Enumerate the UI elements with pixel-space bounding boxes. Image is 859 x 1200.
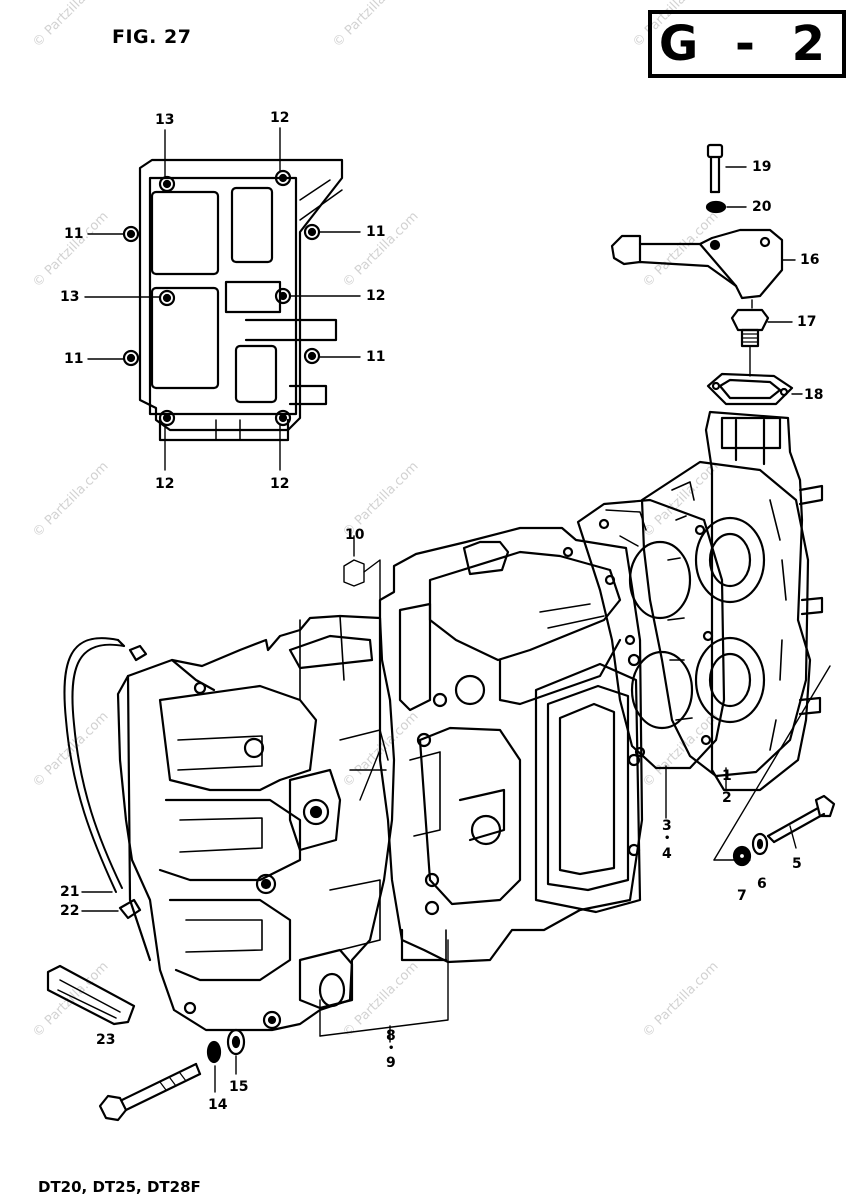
- callout-6: 6: [757, 876, 767, 892]
- callout-12: 12: [155, 476, 175, 492]
- washer-20: [705, 200, 747, 214]
- bolt-5: [766, 794, 836, 849]
- callout-23: 23: [96, 1032, 116, 1048]
- washer-15: [226, 1028, 246, 1075]
- callout-1: 1: [722, 768, 732, 784]
- callout-4: 4: [662, 846, 672, 862]
- hose-21: [63, 637, 126, 893]
- callout-11: 11: [366, 349, 386, 365]
- callout-10: 10: [345, 527, 365, 543]
- callout-12: 12: [270, 476, 290, 492]
- crankcase: [116, 614, 396, 1032]
- callout-11: 11: [64, 226, 84, 242]
- bolt-19: [706, 143, 747, 194]
- callout-3: 3: [662, 818, 672, 834]
- callout-19: 19: [752, 159, 772, 175]
- leader-lines: [319, 299, 831, 1043]
- bolt-14: [98, 1062, 202, 1122]
- head-gasket-3: [576, 498, 726, 770]
- callout-12: 12: [270, 110, 290, 126]
- callout-11: 11: [366, 224, 386, 240]
- cylinder-head-1: [640, 410, 824, 792]
- callout-13: 13: [155, 112, 175, 128]
- callout-2: 2: [722, 790, 732, 806]
- callout-separator: •: [388, 1043, 395, 1054]
- clip-22: [81, 644, 148, 920]
- washer-7: [732, 845, 752, 867]
- callout-11: 11: [64, 351, 84, 367]
- callout-14: 14: [208, 1097, 228, 1113]
- callout-7: 7: [737, 888, 747, 904]
- washer-6: [751, 832, 769, 856]
- callout-22: 22: [60, 903, 80, 919]
- callout-separator: •: [664, 833, 671, 844]
- figure-number: FIG. 27: [112, 26, 192, 48]
- model-list: DT20, DT25, DT28F: [38, 1178, 201, 1196]
- callout-15: 15: [229, 1079, 249, 1095]
- inset-gasket-face: [84, 127, 361, 471]
- callout-9: 9: [386, 1055, 396, 1071]
- plug-17: [730, 308, 793, 348]
- callout-17: 17: [797, 314, 817, 330]
- gasket-18: [706, 372, 803, 406]
- callout-8: 8: [386, 1028, 396, 1044]
- callout-12: 12: [366, 288, 386, 304]
- callout-5: 5: [792, 856, 802, 872]
- callout-18: 18: [804, 387, 824, 403]
- callout-20: 20: [752, 199, 772, 215]
- callout-21: 21: [60, 884, 80, 900]
- section-code: G - 2: [648, 10, 846, 78]
- callout-13: 13: [60, 289, 80, 305]
- washer-14: [206, 1040, 222, 1093]
- plate-23: [46, 964, 136, 1026]
- cylinder-block: [378, 526, 644, 964]
- bracket-16: [610, 228, 796, 300]
- callout-16: 16: [800, 252, 820, 268]
